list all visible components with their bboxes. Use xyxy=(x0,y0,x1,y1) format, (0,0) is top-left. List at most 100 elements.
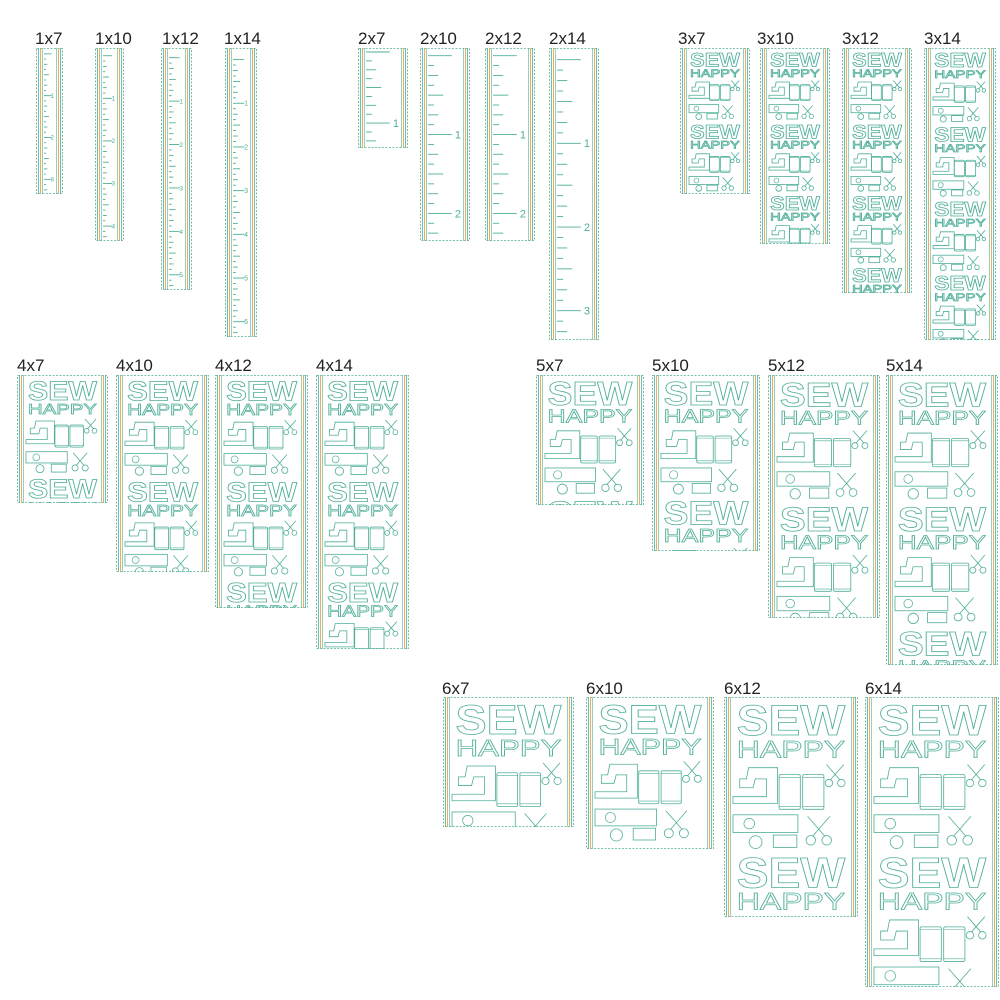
sewing-machine-icon xyxy=(732,767,779,804)
scissors-icon xyxy=(835,597,858,618)
pin-cushion-icon xyxy=(913,834,939,848)
thread-spool-icon xyxy=(965,159,977,178)
outer-frame xyxy=(536,375,644,505)
sew-word: SEW xyxy=(226,476,298,507)
size-label-3x7: 3x7 xyxy=(678,29,706,48)
sew-word: SEW xyxy=(780,501,869,539)
ruler-number: 2 xyxy=(179,142,183,149)
thread-spool-icon xyxy=(802,774,825,810)
button-icon xyxy=(134,567,144,572)
pin-cushion-icon xyxy=(150,566,167,572)
thread-spool-icon xyxy=(931,438,950,468)
scissors-icon xyxy=(801,176,814,191)
scissors-icon xyxy=(184,520,199,536)
sew-word: SEW xyxy=(898,376,987,414)
tape-measure-icon xyxy=(776,471,831,487)
design-preview-2x7: 1 xyxy=(358,48,408,148)
scissors-icon xyxy=(682,760,702,783)
thread-spool-icon xyxy=(354,526,369,551)
border-stitching xyxy=(768,375,880,618)
thread-spool-icon xyxy=(660,770,682,805)
size-label-1x10: 1x10 xyxy=(95,29,132,48)
thread-spool-icon xyxy=(789,156,800,173)
scissors-icon xyxy=(969,430,987,450)
thread-spool-icon xyxy=(253,425,268,450)
happy-word: HAPPY xyxy=(780,409,869,430)
button-icon xyxy=(775,113,783,120)
thread-spool-icon xyxy=(919,774,942,810)
button-icon xyxy=(673,483,684,495)
button-icon xyxy=(609,828,623,842)
scissors-icon xyxy=(732,428,749,447)
thread-spool-icon xyxy=(953,234,965,252)
sewing-machine-icon xyxy=(223,522,254,547)
sewing-machine-icon xyxy=(688,153,710,171)
tape-measure-icon xyxy=(124,453,168,466)
thread-spool-icon xyxy=(69,424,84,448)
happy-word: HAPPY xyxy=(226,503,297,520)
happy-word: HAPPY xyxy=(127,402,198,419)
happy-word: HAPPY xyxy=(898,409,987,430)
pin-cushion-icon xyxy=(249,466,266,475)
thread-spool-icon xyxy=(154,526,169,551)
tape-measure-icon xyxy=(776,595,831,612)
size-label-5x12: 5x12 xyxy=(768,356,805,375)
sewing-machine-icon xyxy=(594,763,638,799)
border-stitching xyxy=(161,48,192,290)
tape-measure-icon xyxy=(894,471,949,487)
happy-word: HAPPY xyxy=(28,499,97,503)
tape-measure-icon xyxy=(850,247,882,257)
thread-spool-icon xyxy=(953,159,965,178)
outer-frame xyxy=(549,48,599,340)
thread-spool-icon xyxy=(169,425,185,450)
thread-spool-icon xyxy=(354,425,369,450)
sewing-machine-icon xyxy=(768,225,790,243)
pin-cushion-icon xyxy=(951,263,964,271)
button-icon xyxy=(857,113,865,120)
thread-spool-icon xyxy=(580,435,598,464)
happy-word: HAPPY xyxy=(852,283,902,293)
ruler-number: 3 xyxy=(51,177,55,183)
scissors-icon xyxy=(883,176,896,191)
tape-measure-icon xyxy=(894,595,949,612)
happy-word: HAPPY xyxy=(878,738,987,764)
sew-word: SEW xyxy=(934,50,986,72)
tape-measure-icon xyxy=(324,553,368,567)
scissors-icon xyxy=(883,105,896,119)
sew-word: SEW xyxy=(664,496,749,533)
happy-word: HAPPY xyxy=(226,402,297,419)
scissors-icon xyxy=(824,764,846,788)
sewing-machine-icon xyxy=(124,522,155,547)
size-label-1x14: 1x14 xyxy=(224,29,261,48)
size-label-6x14: 6x14 xyxy=(865,679,902,698)
outer-frame xyxy=(443,697,574,827)
sewing-machine-icon xyxy=(768,153,790,171)
ruler-number: 3 xyxy=(111,181,115,188)
ruler-number: 2 xyxy=(244,144,248,151)
border-stitching xyxy=(358,48,408,148)
button-icon xyxy=(334,567,344,577)
scissors-icon xyxy=(270,454,289,474)
thread-spool-icon xyxy=(813,562,832,592)
